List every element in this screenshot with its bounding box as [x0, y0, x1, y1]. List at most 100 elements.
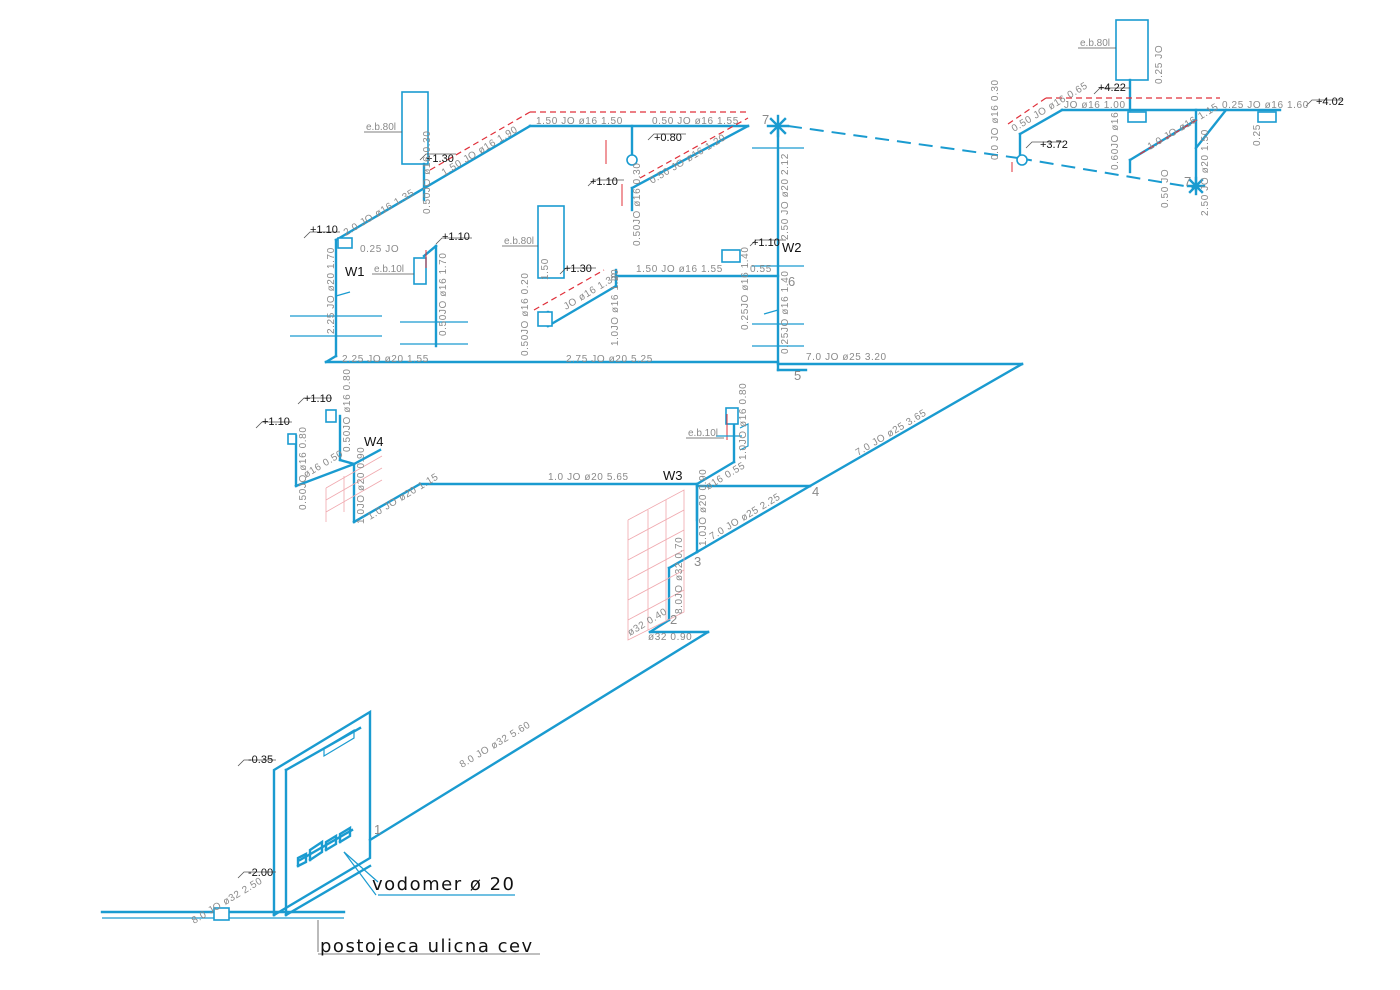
pipe-label: 1.50 JO ø16 1.55	[636, 264, 723, 275]
pipe-label: 0.50 JO	[1160, 169, 1171, 208]
pipe-label: 2.25 JO ø20 1.55	[342, 354, 429, 365]
pipe-label: 2.50 JO ø20 2.12	[780, 153, 791, 240]
boiler-label: e.b.80l	[1080, 38, 1110, 49]
pipe-label: 7.0 JO ø25 2.25	[708, 492, 783, 543]
elevation-label: +1.10	[590, 176, 618, 188]
pipe-label: 0.25JO ø16 1.40	[780, 271, 791, 355]
pipe-label: 1.0 JO ø20 5.65	[548, 472, 629, 483]
node-label: 3	[694, 554, 701, 569]
pipe-label: 1.0JO ø16 1.20	[610, 269, 621, 346]
boiler-label: e.b.80l	[366, 122, 396, 133]
riser-label-w1: W1	[345, 264, 365, 279]
pipe-label: 1.50 JO ø16 1.90	[440, 124, 520, 178]
boiler-80l-icon	[401, 91, 429, 165]
water-meter-icon	[296, 825, 354, 868]
pipe-label: 7.0 JO ø25 3.20	[806, 352, 887, 363]
node-7b-junction	[1186, 176, 1206, 196]
street-pipe	[100, 907, 540, 955]
elevation-label: -2.00	[248, 867, 273, 879]
branch-w3	[418, 407, 749, 522]
pipe-label: 0.25	[1252, 124, 1263, 146]
upper-floor	[1007, 19, 1282, 196]
pipe-label: 2.50 JO ø20 1.50	[1200, 129, 1211, 216]
street-valve-icon	[213, 907, 230, 921]
boiler-10l-icon	[413, 257, 427, 285]
pipe-label: 0.50JO ø16 0.80	[298, 427, 309, 511]
node-7-junction	[766, 114, 790, 138]
main-supply-line	[272, 362, 1024, 917]
boiler-80l-icon	[1115, 19, 1149, 81]
riser-labels: W1 W2 W3 W4	[345, 240, 802, 483]
pipe-label: 0.55	[750, 264, 772, 275]
pipe-label: JO ø16 1.00	[1064, 100, 1126, 111]
pipe-label: 0.50JO ø16 0.80	[342, 369, 353, 453]
elevation-label: +1.10	[262, 416, 290, 428]
pipe-label: 0.25 JO	[1154, 45, 1165, 84]
boiler-label: e.b.10l	[688, 428, 718, 439]
pipe-label: 0.25 JO ø16 1.60	[1222, 100, 1309, 111]
riser-label-w3: W3	[663, 468, 683, 483]
elevation-label: +1.10	[752, 237, 780, 249]
elevation-label: +1.10	[304, 393, 332, 405]
boiler-label: e.b.80l	[504, 236, 534, 247]
pipe-label: 0.50 JO ø16 1.55	[652, 116, 739, 127]
branch-mid-center	[533, 205, 780, 328]
pipe-label: 2.75 JO ø20 5.25	[566, 354, 653, 365]
pipe-label: 0.50JO ø16 1.70	[438, 253, 449, 337]
elevation-label: +1.10	[442, 231, 470, 243]
node-label: 5	[794, 368, 801, 383]
pipe-label: 0.25 JO	[360, 244, 399, 255]
upper-main	[290, 124, 804, 364]
wc-icon	[1127, 111, 1147, 123]
pipe-label: 0.50JO ø16 0.20	[520, 273, 531, 357]
node-label: 7	[1184, 174, 1191, 189]
pipe-label: 8.0JO ø32 0.70	[674, 537, 685, 614]
wc-icon	[721, 249, 741, 263]
pipe-label: 1.0JO ø16 0.80	[738, 383, 749, 460]
pipe-label: 1.50 JO ø16 1.50	[536, 116, 623, 127]
pipe-label: ø32 0.90	[648, 632, 692, 643]
node-label: 2	[670, 612, 677, 627]
elevation-label: +4.22	[1098, 82, 1126, 94]
wc-icon	[1257, 111, 1277, 123]
boiler-80l-icon	[537, 205, 565, 279]
street-pipe-note: postojeca ulicna cev	[320, 936, 534, 957]
node-label: 4	[812, 484, 819, 499]
pipe-label: 2.25 JO ø20 1.70	[326, 247, 337, 334]
pipe-label: 0.60JO ø16	[1110, 112, 1121, 170]
elevation-label: +4.02	[1316, 96, 1344, 108]
wall-hatch-w3	[627, 489, 685, 641]
boiler-labels: e.b.80l e.b.80l e.b.10l e.b.10l e.b.80l	[364, 38, 1116, 439]
pipe-label: 0.25JO ø16 1.40	[740, 247, 751, 331]
elevation-markers: -0.35 -2.00 +1.10 +1.10 +1.30 +0.80 +1.1…	[237, 82, 1344, 879]
node-label: 1	[374, 822, 381, 837]
branch-top-center	[429, 111, 750, 212]
meter-shaft	[272, 709, 515, 917]
elevation-label: +1.10	[310, 224, 338, 236]
node-labels: 1 2 3 4 5 6 7 7	[374, 112, 1191, 837]
pipe-label: 0.50JO ø16 0.30	[422, 131, 433, 215]
pipe-label: 2.0 JO ø16 1.35	[342, 188, 417, 239]
pipe-label: 0.50JO ø16 0.30	[632, 163, 643, 247]
riser-label-w4: W4	[364, 434, 384, 449]
node-label: 6	[788, 274, 795, 289]
elevation-label: -0.35	[248, 754, 273, 766]
elevation-label: +1.30	[426, 153, 454, 165]
node-label: 7	[762, 112, 769, 127]
pipe-label: 1.50	[540, 258, 551, 280]
pipe-label: 0.0 JO ø16 0.30	[990, 79, 1001, 160]
wc-icon	[337, 237, 353, 249]
branch-w4	[287, 409, 422, 524]
elevation-label: +0.80	[654, 132, 682, 144]
riser-label-w2: W2	[782, 240, 802, 255]
pipe-label: 1.0JO ø20 0.90	[356, 447, 367, 524]
elevation-label: +3.72	[1040, 139, 1068, 151]
boiler-label: e.b.10l	[374, 264, 404, 275]
water-meter-note: vodomer ø 20	[372, 874, 515, 895]
elevation-label: +1.30	[564, 263, 592, 275]
pipe-label: 7.0 JO ø25 3.65	[854, 408, 929, 459]
notes: vodomer ø 20 postojeca ulicna cev	[320, 874, 534, 957]
pipe-label: 1.0 JO ø20 1.15	[366, 472, 441, 523]
branch-w1	[334, 91, 750, 348]
